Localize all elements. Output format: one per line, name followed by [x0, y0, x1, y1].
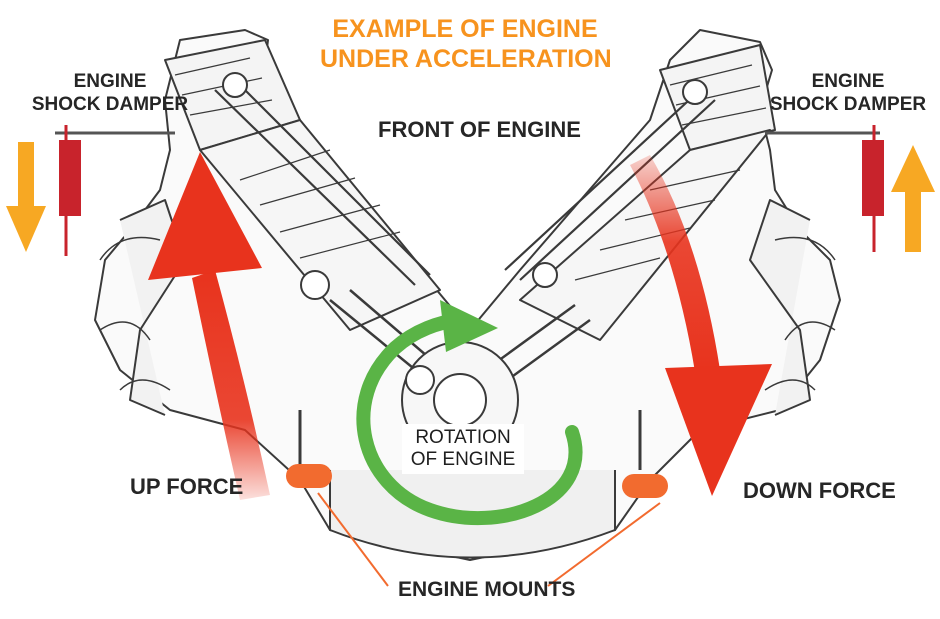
left-damper	[55, 125, 175, 256]
down-force-arrow-icon	[630, 155, 772, 496]
right-damper-label: ENGINE SHOCK DAMPER	[768, 70, 928, 116]
left-engine-mount	[286, 464, 332, 488]
rotation-label: ROTATION OF ENGINE	[402, 427, 524, 471]
title-line-1: EXAMPLE OF ENGINE	[332, 15, 598, 43]
down-force-label: DOWN FORCE	[743, 478, 896, 503]
rotation-arrow-icon	[356, 300, 583, 525]
left-damper-label: ENGINE SHOCK DAMPER	[30, 70, 190, 116]
right-damper-label-line-2: SHOCK DAMPER	[769, 94, 927, 115]
rotation-label-backing	[402, 424, 524, 474]
engine-mounts	[286, 464, 668, 587]
right-mount-pointer	[547, 502, 661, 587]
left-damper-label-line-2: SHOCK DAMPER	[31, 94, 189, 115]
right-engine-mount	[622, 474, 668, 498]
right-damper	[765, 125, 884, 252]
rotation-label-line-2: OF ENGINE	[410, 449, 516, 470]
damper-down-arrow-icon	[6, 142, 46, 252]
left-mount-pointer	[317, 492, 389, 587]
rotation-label-line-1: ROTATION	[415, 427, 511, 448]
up-force-label: UP FORCE	[130, 474, 244, 499]
up-force-arrow-icon	[148, 152, 270, 500]
damper-up-arrow-icon	[891, 145, 935, 252]
left-damper-label-line-1: ENGINE	[73, 71, 147, 92]
front-of-engine-label: FRONT OF ENGINE	[378, 117, 581, 142]
engine-mounts-label: ENGINE MOUNTS	[398, 578, 576, 601]
title-line-2: UNDER ACCELERATION	[320, 45, 612, 73]
diagram-title: EXAMPLE OF ENGINE UNDER ACCELERATION	[320, 14, 612, 74]
right-damper-label-line-1: ENGINE	[811, 71, 885, 92]
